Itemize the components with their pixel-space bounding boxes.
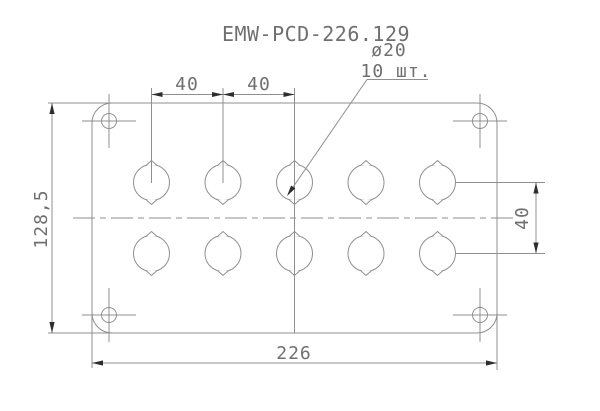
keyway-notch-bottom [360, 199, 372, 206]
mounting-hole [82, 288, 136, 342]
dim-height-label: 128,5 [31, 189, 52, 248]
hole-diameter-label: ø20 [371, 40, 407, 61]
keyway-notch-bottom [360, 270, 372, 277]
arrowhead-left-icon [223, 92, 234, 97]
dim-row-pitch-label: 40 [512, 206, 533, 230]
mounting-hole-circle [472, 307, 488, 323]
leader-line [288, 79, 368, 194]
button-hole-circle [419, 164, 456, 201]
button-hole-circle [133, 235, 170, 272]
arrowhead-right-icon [212, 92, 223, 97]
arrowhead-left-icon [92, 360, 103, 366]
keyway-notch-bottom [145, 270, 158, 277]
arrowhead-down-icon [49, 322, 55, 333]
keyway-notch-bottom [431, 270, 444, 277]
button-hole [419, 230, 456, 277]
keyway-notch-bottom [145, 199, 158, 206]
button-hole [419, 159, 456, 206]
drawing-title: EMW-PCD-226.129 [222, 22, 410, 46]
dimension-plate-width: 226 [91, 310, 498, 370]
dimension-top-pitch: 40 40 [151, 74, 295, 333]
keyway-notch-bottom [217, 199, 229, 206]
hole-count-label: 10 шт. [360, 61, 431, 82]
keyway-notch-bottom [217, 270, 229, 277]
mounting-hole-circle [101, 113, 117, 129]
button-hole-circle [347, 164, 385, 201]
keyway-notch-top [431, 230, 444, 237]
arrowhead-right-icon [283, 92, 295, 97]
keyway-notch-bottom [431, 199, 444, 206]
mounting-hole-circle [101, 307, 117, 323]
button-hole-circle [347, 235, 385, 272]
arrowhead-down-icon [533, 242, 539, 254]
keyway-notch-top [217, 230, 229, 237]
arrowhead-up-icon [49, 103, 55, 114]
leader [287, 79, 428, 196]
arrowhead-up-icon [533, 182, 539, 194]
mounting-hole [82, 94, 136, 148]
mounting-hole [453, 94, 507, 148]
keyway-notch-top [360, 159, 372, 166]
dim-pitch-right-label: 40 [247, 74, 271, 95]
mounting-hole-circle [472, 113, 488, 129]
arrowhead-right-icon [486, 360, 497, 366]
keyway-notch-top [145, 230, 158, 237]
dim-pitch-left-label: 40 [175, 74, 199, 95]
arrowhead-left-icon [151, 92, 163, 97]
dim-width-label: 226 [276, 343, 312, 364]
leader-arrowhead-icon [287, 185, 296, 196]
button-hole-circle [419, 235, 456, 272]
button-hole [133, 230, 170, 277]
button-hole [204, 230, 242, 277]
button-hole-circle [204, 235, 242, 272]
keyway-notch-top [360, 230, 372, 237]
button-hole [347, 159, 385, 206]
keyway-notch-top [431, 159, 444, 166]
dimension-row-pitch: 40 [456, 182, 545, 254]
button-hole [347, 230, 385, 277]
dimension-plate-height: 128,5 [31, 102, 113, 334]
mounting-hole [453, 288, 507, 342]
mounting-holes-group [82, 94, 507, 342]
